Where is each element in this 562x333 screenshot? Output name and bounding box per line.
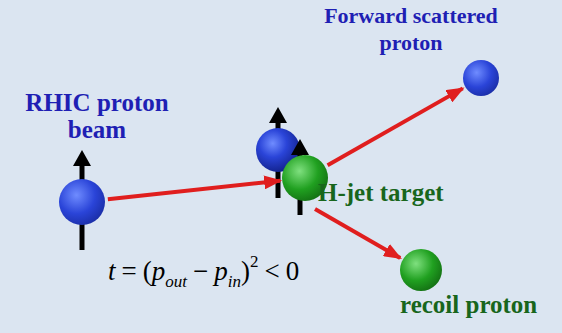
proton-ball bbox=[463, 60, 499, 96]
proton-ball bbox=[400, 249, 442, 291]
formula-part: t bbox=[108, 256, 116, 286]
formula-part: 2 bbox=[250, 252, 259, 271]
proton-node: RHIC proton beam bbox=[59, 179, 105, 225]
particle-label: Forward scattered proton bbox=[316, 2, 506, 56]
formula-part: out bbox=[165, 272, 187, 291]
proton-node: Forward scattered proton bbox=[463, 60, 499, 96]
formula-part: − bbox=[193, 256, 208, 286]
formula-part: = bbox=[122, 256, 137, 286]
formula-part: p bbox=[214, 256, 228, 286]
formula-part: p bbox=[152, 256, 166, 286]
formula: t=(pout−pin)2<0 bbox=[108, 242, 299, 302]
formula-part: ( bbox=[143, 256, 152, 286]
scatter-arrow bbox=[315, 209, 400, 258]
formula-part: in bbox=[228, 272, 241, 291]
proton-node: recoil proton bbox=[400, 249, 442, 291]
formula-part: < bbox=[264, 256, 279, 286]
scatter-arrow bbox=[108, 181, 280, 200]
proton-ball bbox=[59, 179, 105, 225]
particle-label: H-jet target bbox=[318, 179, 444, 206]
spin-arrow-head bbox=[73, 150, 91, 166]
formula-part: ) bbox=[241, 256, 250, 286]
particle-label: RHIC proton beam bbox=[7, 89, 187, 143]
spin-arrow-head bbox=[269, 107, 287, 123]
particle-label: recoil proton bbox=[400, 291, 537, 318]
formula-part: 0 bbox=[286, 256, 300, 286]
scatter-arrow bbox=[328, 88, 463, 165]
proton-node: H-jet target bbox=[282, 155, 328, 201]
spin-arrow-head bbox=[291, 139, 309, 155]
